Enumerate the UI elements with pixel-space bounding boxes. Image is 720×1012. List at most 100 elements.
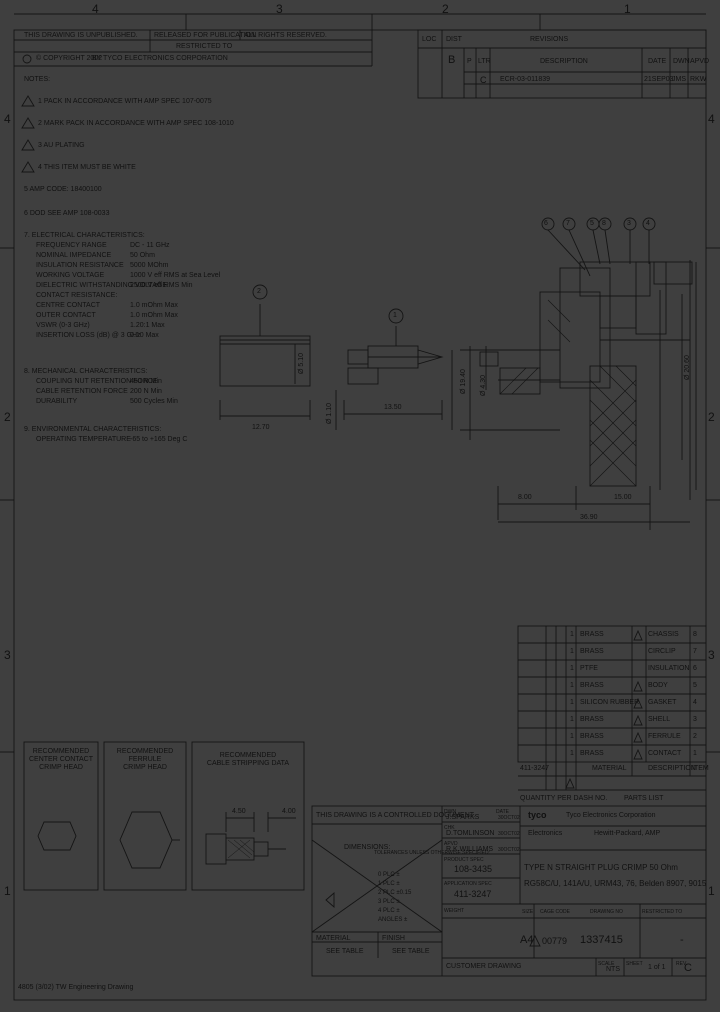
company-sub: Hewitt-Packard, AMP (594, 830, 661, 837)
parts-row-description: CONTACT (648, 750, 682, 757)
box-ferrule-title: RECOMMENDED FERRULE CRIMP HEAD (116, 748, 174, 771)
parts-row-qty: 1 (570, 665, 574, 672)
parts-row-item: 5 (693, 682, 697, 689)
title-dimensions: DIMENSIONS: (344, 844, 391, 851)
company-logo: tyco (528, 810, 547, 820)
revisions-col-p: P (467, 58, 472, 65)
tolerance-line: 2 PLC ±0.15 (378, 890, 412, 896)
title-chk: D.TOMLINSON (446, 830, 495, 837)
footer-form-number: 4805 (3/02) TW Engineering Drawing (18, 984, 134, 991)
electrical-spec-value: DC - 11 GHz (130, 242, 170, 249)
title-scale: NTS (606, 966, 620, 973)
title-app-spec-label: APPLICATION SPEC (444, 881, 492, 887)
parts-list-label: PARTS LIST (624, 795, 664, 802)
parts-row-description: INSULATION (648, 665, 690, 672)
electrical-spec-name: CENTRE CONTACT (36, 302, 101, 309)
revisions-title: REVISIONS (530, 36, 569, 43)
title-rev: C (684, 962, 692, 974)
parts-row-description: CIRCLIP (648, 648, 676, 655)
parts-row-description: CHASSIS (648, 631, 679, 638)
zone-label-right-1: 1 (708, 884, 715, 898)
electrical-spec-value: 1000 V eff RMS at Sea Level (130, 272, 221, 279)
parts-row-material: BRASS (580, 631, 604, 638)
dimension-label: Ø 20.60 (684, 355, 691, 380)
parts-row-material: BRASS (580, 716, 604, 723)
title-weight-label: WEIGHT (444, 908, 464, 914)
notes-mechanical-heading: 8. MECHANICAL CHARACTERISTICS: (24, 368, 148, 375)
tolerance-line: 0 PLC ± (378, 872, 400, 878)
electrical-spec-value: 1.0 mOhm Max (130, 302, 178, 309)
environmental-spec-name: OPERATING TEMPERATURE (36, 436, 131, 443)
notes-environmental-heading: 9. ENVIRONMENTAL CHARACTERISTICS: (24, 426, 162, 433)
balloon-label: 7 (566, 220, 570, 227)
title-chk-label: CHK (444, 825, 455, 831)
electrical-spec-name: OUTER CONTACT (36, 312, 96, 319)
title-size-label: SIZE (522, 909, 534, 915)
electrical-spec-value: 1.0 mOhm Max (130, 312, 178, 319)
parts-row-qty: 1 (570, 750, 574, 757)
dimension-label: Ø 5.10 (298, 352, 305, 374)
electrical-spec-value: 0.10 Max (130, 332, 159, 339)
revisions-row-dwn: JMS (672, 76, 686, 83)
parts-row-material: BRASS (580, 648, 604, 655)
qty-per-dash-label: QUANTITY PER DASH NO. (520, 795, 608, 802)
balloon-label: 6 (544, 220, 548, 227)
revisions-col-ltr: LTR (478, 58, 491, 65)
zone-label-left-3: 3 (4, 648, 11, 662)
electrical-spec-name: DIELECTRIC WITHSTANDING VOLTAGE (36, 282, 168, 289)
parts-row-item: 4 (693, 699, 697, 706)
revisions-loc: LOC (422, 36, 437, 43)
parts-row-qty: 1 (570, 631, 574, 638)
title-drawing-no: 1337415 (580, 934, 623, 946)
title-cage: 00779 (542, 936, 568, 946)
title-prod-spec: 108-3435 (454, 864, 493, 874)
parts-row-material: BRASS (580, 750, 604, 757)
electrical-spec-value: 2500 V eff RMS Min (130, 282, 193, 289)
title-restricted-label: RESTRICTED TO (642, 909, 683, 915)
parts-row-item: 8 (693, 631, 697, 638)
note-item: 3 AU PLATING (38, 142, 85, 149)
parts-footer-part: 411-3247 (520, 765, 550, 772)
header-restricted: RESTRICTED TO (176, 43, 233, 50)
revisions-col-date: DATE (648, 58, 667, 65)
header-unpublished: THIS DRAWING IS UNPUBLISHED. (24, 32, 138, 39)
mechanical-spec-value: 500 Cycles Min (130, 398, 178, 405)
mechanical-spec-value: 200 N Min (130, 388, 162, 395)
electrical-spec-name: INSULATION RESISTANCE (36, 262, 124, 269)
dimension-label: Ø 19.40 (460, 369, 467, 394)
title-drawing-no-label: DRAWING NO (590, 909, 623, 915)
electrical-spec-value: 1.20:1 Max (130, 322, 165, 329)
notes-heading: NOTES: (24, 76, 51, 83)
title-date2: 30OCT02 (498, 831, 520, 837)
title-date-label: DATE (496, 809, 509, 815)
revisions-row-desc: ECR-03-011839 (500, 76, 551, 83)
parts-row-item: 7 (693, 648, 697, 655)
balloon-label: 8 (602, 220, 606, 227)
tolerance-line: 3 PLC ± (378, 899, 400, 905)
note-item: 1 PACK IN ACCORDANCE WITH AMP SPEC 107-0… (38, 98, 212, 105)
zone-label-right-2: 2 (708, 410, 715, 424)
zone-label-top-2: 2 (442, 2, 449, 16)
title-sheet-label: SHEET (626, 961, 643, 967)
parts-footer-item: ITEM (692, 765, 709, 772)
customer-drawing: CUSTOMER DRAWING (446, 963, 522, 970)
electrical-spec-name: VSWR (0-3 GHz) (36, 322, 90, 329)
parts-row-qty: 1 (570, 682, 574, 689)
title-material: SEE TABLE (326, 948, 364, 955)
parts-row-item: 3 (693, 716, 697, 723)
revisions-row-apvd: RKW (690, 76, 707, 83)
balloon-label: 4 (646, 220, 650, 227)
revisions-col-dwn: DWN (673, 58, 690, 65)
zone-label-top-3: 3 (276, 2, 283, 16)
revisions-dist-letter: B (448, 54, 456, 66)
header-rights: ALL RIGHTS RESERVED. (244, 32, 327, 39)
parts-row-qty: 1 (570, 716, 574, 723)
box-center-contact-title: RECOMMENDED CENTER CONTACT CRIMP HEAD (28, 748, 94, 771)
parts-row-material: SILICON RUBBER (580, 699, 640, 706)
parts-row-qty: 1 (570, 733, 574, 740)
header-released: RELEASED FOR PUBLICATION (154, 32, 257, 39)
dimension-label: 8.00 (518, 494, 532, 501)
parts-row-description: SHELL (648, 716, 671, 723)
electrical-spec-value: 50 Ohm (130, 252, 155, 259)
